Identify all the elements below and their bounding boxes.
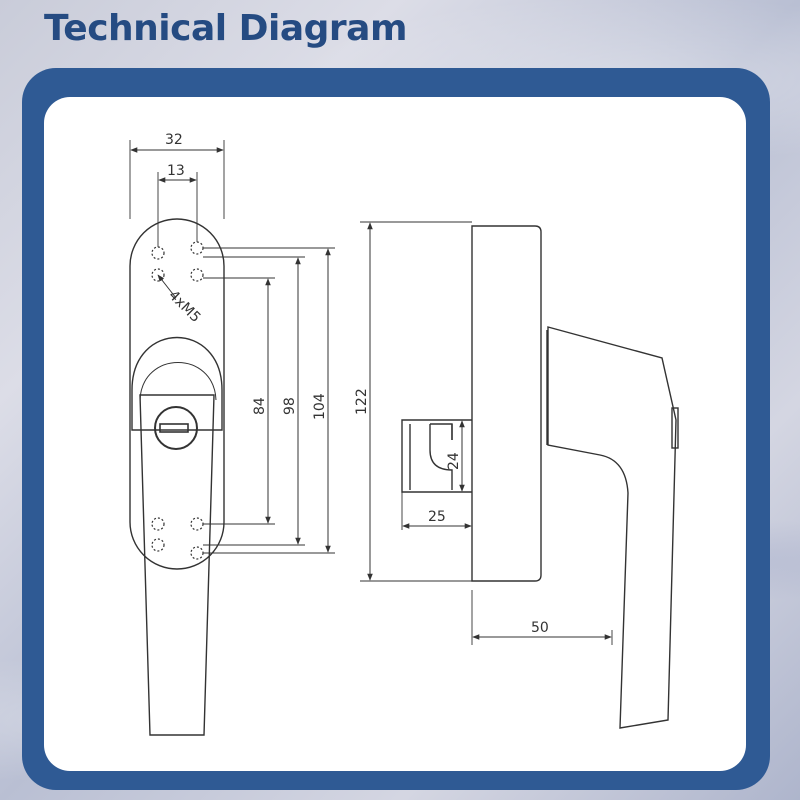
key-slot — [159, 423, 189, 433]
dim-label-24: 24 — [446, 452, 462, 470]
lock-cylinder — [154, 406, 198, 450]
screw-callout-label: 4xM5 — [165, 288, 203, 326]
screw-hole — [151, 538, 165, 552]
dim-label-84: 84 — [252, 397, 268, 415]
screw-hole — [190, 517, 204, 531]
screw-hole — [151, 246, 165, 260]
dim-label-32: 32 — [165, 132, 183, 148]
page-title: Technical Diagram — [44, 8, 407, 49]
screw-hole — [190, 241, 204, 255]
dim-label-104: 104 — [312, 393, 328, 420]
handle-boss — [131, 336, 223, 431]
screw-hole — [190, 546, 204, 560]
dim-label-13: 13 — [167, 163, 185, 179]
side-lever — [547, 326, 677, 729]
spindle — [401, 419, 472, 493]
screw-leader — [157, 274, 177, 299]
dim-label-25: 25 — [428, 509, 446, 525]
screw-hole — [151, 517, 165, 531]
side-body — [471, 225, 542, 582]
screw-hole — [190, 268, 204, 282]
dim-label-50: 50 — [531, 620, 549, 636]
handle-base-plate — [129, 218, 225, 570]
dim-label-122: 122 — [354, 388, 370, 415]
dim-label-98: 98 — [282, 397, 298, 415]
diagram-panel — [44, 97, 746, 771]
handle-lever — [139, 394, 215, 736]
